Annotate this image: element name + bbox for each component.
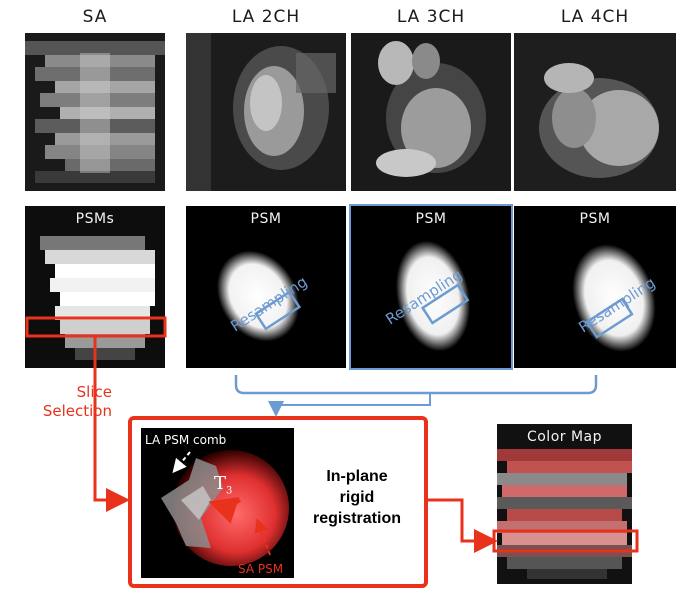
label-la-4ch: LA 4CH: [560, 7, 630, 27]
la-4ch-mri-drawing: [514, 33, 676, 191]
la-2ch-psm-panel: PSM: [186, 206, 346, 368]
transform-marker: T3: [214, 473, 232, 497]
la-3ch-psm-blob: [351, 206, 511, 368]
bracket-to-registration-arrow: [268, 393, 431, 417]
label-la-3ch: LA 3CH: [396, 7, 466, 27]
sa-slice-selection-box: [25, 316, 167, 338]
la-4ch-psm-title: PSM: [579, 211, 611, 227]
label-la-2ch: LA 2CH: [231, 7, 301, 27]
la-4ch-psm-panel: PSM: [514, 206, 676, 368]
la-2ch-psm-title: PSM: [250, 211, 282, 227]
slice-selection-arrow: [93, 337, 130, 512]
registration-title: In-plane rigid registration: [298, 466, 416, 529]
la-psm-comb-label: LA PSM comb: [145, 433, 227, 447]
resampling-box-4ch: [585, 297, 634, 339]
registration-title-line3: registration: [312, 510, 401, 527]
la-3ch-psm-highlight-frame: [349, 204, 513, 370]
sa-psm-label: SA PSM: [238, 562, 284, 576]
la-2ch-mri-drawing: [186, 33, 346, 191]
registration-title-line1: In-plane: [326, 468, 388, 485]
sa-mri-stripes: [25, 33, 165, 191]
la-2ch-mri-image: [186, 33, 346, 191]
sa-mri-image: [25, 33, 165, 191]
la-comb-pointer-arrow: [172, 451, 191, 474]
registration-title-line2: rigid: [339, 489, 375, 506]
color-map-panel: Color Map: [497, 424, 632, 584]
la-3ch-psm-title: PSM: [415, 211, 447, 227]
la-3ch-mri-drawing: [351, 33, 511, 191]
label-sa: SA: [82, 7, 108, 27]
registration-to-colormap-arrow: [424, 498, 498, 553]
la-2ch-psm-blob: [186, 206, 346, 368]
resampling-label-3ch: Resampling: [382, 266, 465, 329]
transform-curved-arrow: [208, 497, 242, 524]
resampling-box-2ch: [254, 290, 302, 331]
transform-marker-subscript: 3: [226, 485, 233, 497]
sa-psms-title: PSMs: [75, 211, 115, 227]
color-map-title: Color Map: [526, 429, 603, 445]
resampling-label-4ch: Resampling: [575, 274, 658, 337]
color-map-highlight-box: [492, 529, 639, 553]
resampling-box-3ch: [420, 283, 470, 325]
sa-psm-pointer-arrow: [254, 518, 271, 556]
la-3ch-psm-panel: PSM: [351, 206, 511, 368]
transform-marker-letter: T: [214, 473, 227, 494]
la-4ch-mri-image: [514, 33, 676, 191]
psm-merge-bracket: [234, 375, 598, 395]
la-4ch-psm-blob: [514, 206, 676, 368]
la-3ch-mri-image: [351, 33, 511, 191]
